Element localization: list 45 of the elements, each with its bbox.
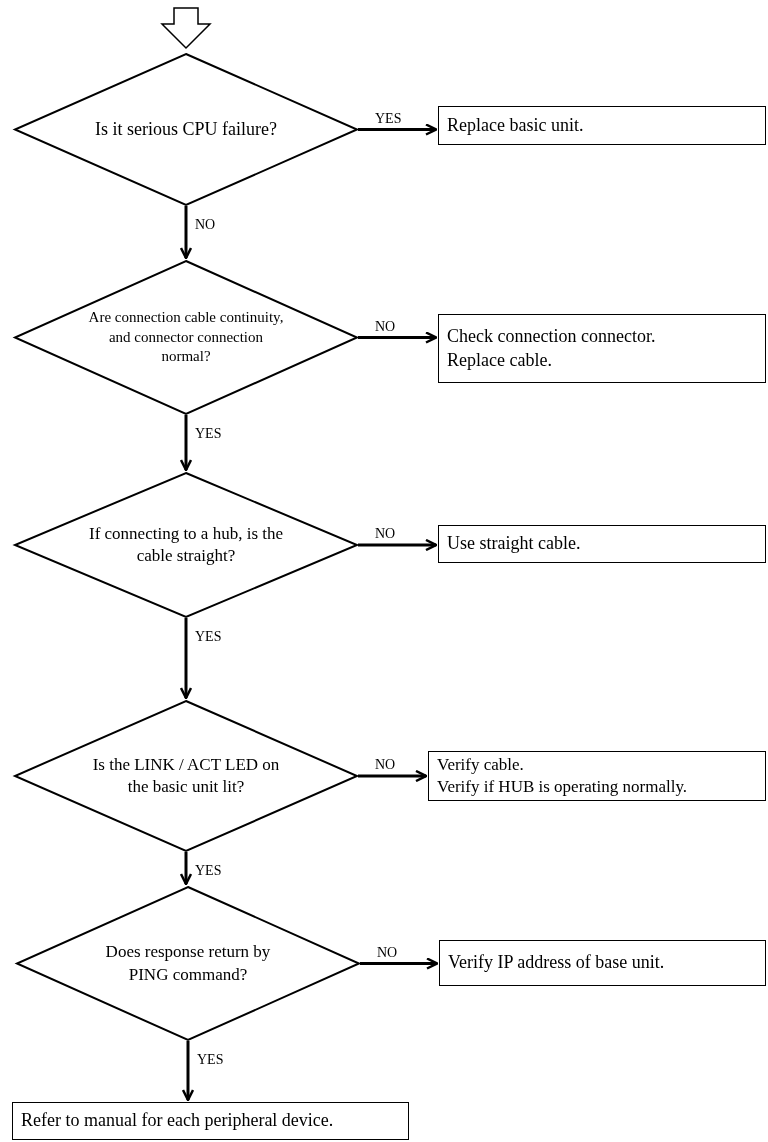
edge-label: YES — [374, 111, 403, 126]
edge-label: YES — [196, 1053, 225, 1067]
arrow — [358, 538, 438, 552]
edge-label: NO — [376, 945, 399, 960]
edge-label: NO — [374, 319, 397, 334]
decision-text: Is the LINK / ACT LED on the basic unit lit? — [91, 753, 281, 798]
process-box — [428, 751, 766, 801]
arrow — [358, 769, 428, 783]
process-box — [438, 106, 766, 145]
edge-label: YES — [194, 630, 223, 644]
decision-diamond — [16, 886, 360, 1041]
action-text: Use straight cable. — [447, 532, 581, 556]
arrow — [358, 331, 438, 344]
action-text: Verify IP address of base unit. — [448, 951, 665, 975]
arrow — [179, 415, 193, 472]
arrow — [179, 206, 193, 260]
process-box — [12, 1102, 409, 1140]
action-text: Refer to manual for each peripheral device. — [21, 1109, 334, 1133]
decision-diamond — [14, 472, 358, 618]
arrow — [358, 123, 438, 136]
decision-diamond — [14, 700, 358, 852]
arrow — [179, 618, 193, 700]
process-box — [439, 940, 766, 986]
action-text: Verify cable. — [437, 753, 524, 776]
action-text: Check connection connector. — [447, 325, 656, 349]
arrow — [179, 852, 193, 886]
process-box — [438, 314, 766, 383]
decision-text: Are connection cable continuity, and connector connection normal? — [87, 308, 285, 367]
decision-text: Does response return by PING command? — [104, 941, 272, 986]
edge-label: YES — [194, 864, 223, 878]
edge-label: NO — [374, 527, 397, 541]
process-box — [438, 525, 766, 563]
action-text: Replace cable. — [447, 348, 552, 372]
decision-diamond — [14, 260, 358, 415]
decision-diamond — [14, 53, 358, 206]
arrow — [181, 1041, 195, 1102]
block-arrow — [160, 7, 212, 50]
action-text: Verify if HUB is operating normally. — [437, 776, 688, 798]
arrow — [360, 957, 439, 970]
edge-label: NO — [194, 218, 217, 232]
decision-text: If connecting to a hub, is the cable straight? — [88, 522, 284, 567]
action-text: Replace basic unit. — [447, 113, 584, 137]
edge-label: NO — [374, 758, 397, 772]
edge-label: YES — [194, 427, 223, 441]
decision-text: Is it serious CPU failure? — [95, 117, 277, 141]
